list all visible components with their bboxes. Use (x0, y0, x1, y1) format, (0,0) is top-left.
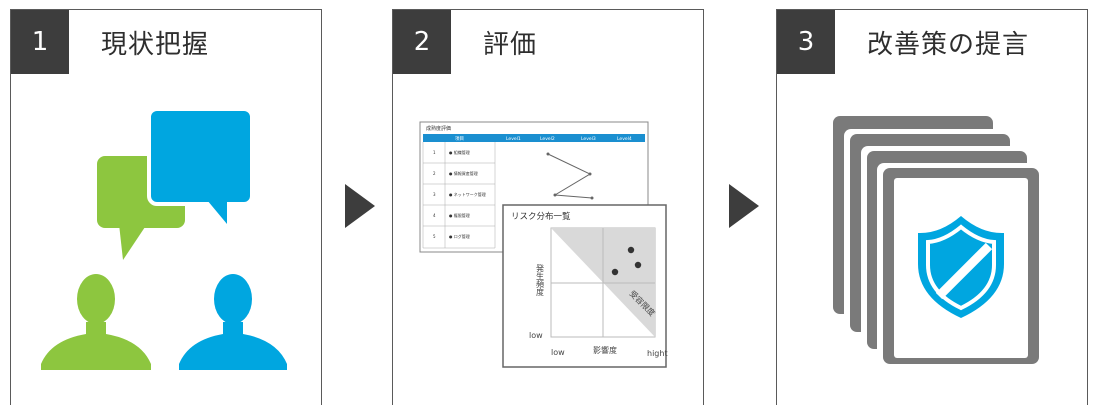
blue-person-icon (179, 274, 287, 370)
x-high-label: hight (647, 349, 668, 358)
step-3-number: 3 (777, 10, 835, 74)
svg-text:● 組織管理: ● 組織管理 (449, 149, 470, 155)
svg-text:Level1: Level1 (506, 136, 521, 142)
svg-text:3: 3 (433, 192, 436, 197)
blue-speech-bubble-icon (147, 107, 254, 224)
x-low-label: low (551, 348, 565, 357)
svg-text:Level3: Level3 (581, 136, 596, 142)
shield-icon (918, 216, 1004, 318)
green-person-icon (41, 274, 151, 370)
step-3-title: 改善策の提言 (867, 29, 1030, 60)
step-2-number: 2 (393, 10, 451, 74)
svg-text:項目: 項目 (455, 136, 464, 142)
x-axis-label: 影響度 (593, 345, 617, 355)
step-3-panel: 3 改善策の提言 (776, 9, 1088, 405)
step-1-panel: 1 現状把握 (10, 9, 322, 405)
arrow-right-icon (729, 184, 759, 228)
step-1-number: 1 (11, 10, 69, 74)
svg-text:Level4: Level4 (617, 136, 632, 142)
risk-chart-title: リスク分布一覧 (511, 211, 571, 222)
evaluation-chart-icon: 成熟度評価 項目 Level1 Level2 Level3 Level4 1 ●… (419, 121, 668, 368)
svg-text:● ネットワーク管理: ● ネットワーク管理 (449, 191, 486, 197)
svg-text:1: 1 (433, 150, 436, 155)
svg-text:4: 4 (433, 213, 436, 218)
chat-people-icon (41, 107, 287, 370)
svg-text:Level2: Level2 (540, 136, 555, 142)
arrow-right-icon (345, 184, 375, 228)
svg-text:● 権限管理: ● 権限管理 (449, 212, 470, 218)
table-title: 成熟度評価 (426, 125, 451, 132)
risk-distribution-chart: リスク分布一覧 受容限度 発生頻度 low low 影響度 hight (502, 204, 668, 368)
y-low-label: low (529, 331, 543, 340)
svg-text:● ログ管理: ● ログ管理 (449, 233, 470, 239)
y-axis-label: 発生頻度 (536, 264, 545, 297)
shield-documents-icon (833, 116, 1039, 364)
step-2-panel: 2 評価 成熟度評価 項目 Level1 Level2 Level3 Level… (392, 9, 704, 405)
svg-text:● 情報資産管理: ● 情報資産管理 (449, 170, 478, 176)
step-2-title: 評価 (483, 29, 538, 60)
svg-text:5: 5 (433, 234, 436, 239)
svg-text:2: 2 (433, 171, 436, 176)
step-1-title: 現状把握 (101, 29, 210, 60)
